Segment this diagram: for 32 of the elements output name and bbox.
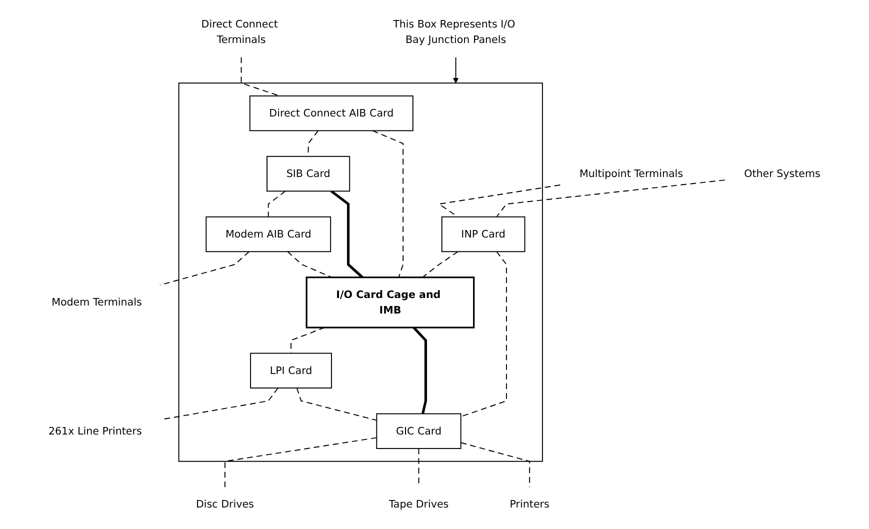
node-text: Other Systems — [744, 167, 820, 180]
connector — [422, 251, 458, 278]
connector — [240, 56, 280, 96]
node-text: Disc Drives — [196, 498, 254, 510]
node-box: SIB Card — [266, 156, 350, 192]
connector — [287, 251, 332, 278]
node-box: GIC Card — [376, 413, 462, 449]
connector — [372, 130, 404, 278]
connector — [460, 442, 530, 488]
connector — [268, 190, 286, 218]
node-box: Modem AIB Card — [206, 216, 332, 252]
connector — [496, 180, 726, 218]
node-text: Direct Connect Terminals — [201, 18, 278, 46]
node-text: This Box Represents I/O Bay Junction Panels — [393, 18, 516, 46]
connector — [224, 437, 378, 488]
arrow — [453, 56, 459, 84]
connector — [460, 251, 508, 418]
connector — [412, 326, 428, 414]
node-text: Modem Terminals — [52, 296, 142, 308]
node-box: Direct Connect AIB Card — [249, 95, 414, 132]
connector — [330, 190, 364, 278]
node-text: 261x Line Printers — [48, 424, 142, 437]
connector — [160, 251, 250, 286]
node-box: LPI Card — [250, 352, 332, 388]
node-box: I/O Card Cage and IMB — [306, 276, 475, 328]
node-text: Tape Drives — [388, 498, 449, 510]
cluster — [178, 82, 544, 462]
node-text: Multipoint Terminals — [580, 167, 684, 180]
node-box: INP Card — [441, 216, 526, 252]
connector — [296, 388, 378, 421]
connector — [438, 184, 561, 218]
node-text: Printers — [510, 498, 550, 510]
